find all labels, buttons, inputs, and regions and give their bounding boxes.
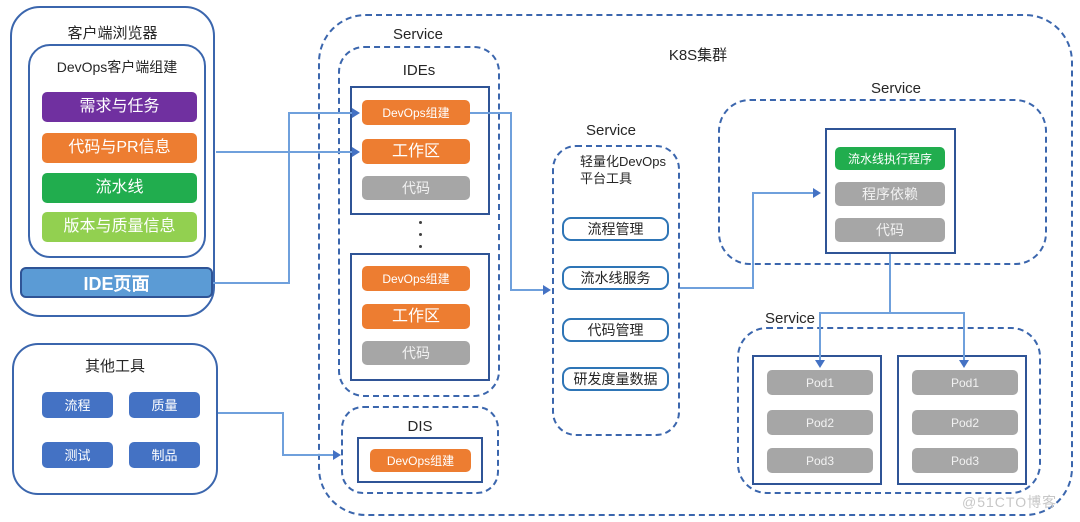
platform-title-line2: 平台工具	[580, 171, 633, 186]
runner-service-container	[718, 99, 1047, 265]
ides-service-container	[338, 46, 500, 397]
node-test-tool: 测试	[42, 442, 113, 468]
node-runner-code: 代码	[835, 218, 945, 242]
other-tools-panel	[12, 343, 218, 495]
dis-container	[341, 406, 499, 494]
node-requirements-tasks: 需求与任务	[42, 92, 197, 122]
node-artifact-tool: 制品	[129, 442, 200, 468]
node-ide-page: IDE页面	[20, 267, 213, 298]
devops-client-component-title: DevOps客户端组建	[56, 59, 178, 75]
pod1-group1: Pod1	[767, 370, 873, 395]
ide1-workspace: 工作区	[362, 139, 470, 164]
node-quality-tool: 质量	[129, 392, 200, 418]
platform-service-container	[552, 145, 680, 436]
platform-service-label: Service	[585, 122, 637, 139]
watermark: @51CTO博客	[962, 494, 1058, 510]
other-tools-title: 其他工具	[84, 358, 145, 375]
platform-title-line1: 轻量化DevOps	[580, 154, 666, 169]
node-process-management: 流程管理	[562, 217, 669, 241]
ide2-workspace: 工作区	[362, 304, 470, 329]
client-browser-title: 客户端浏览器	[67, 25, 158, 42]
node-code-pr-info: 代码与PR信息	[42, 133, 197, 163]
ides-title: IDEs	[402, 62, 436, 79]
pods-service-container	[737, 327, 1041, 494]
pod3-group2: Pod3	[912, 448, 1018, 473]
pods-service-label: Service	[764, 310, 816, 327]
k8s-cluster-title: K8S集群	[668, 47, 728, 64]
ide1-devops-component: DevOps组建	[362, 100, 470, 125]
pod2-group1: Pod2	[767, 410, 873, 435]
node-pipeline-executor: 流水线执行程序	[835, 147, 945, 170]
node-version-quality-info: 版本与质量信息	[42, 212, 197, 242]
node-code-management: 代码管理	[562, 318, 669, 342]
pod1-group2: Pod1	[912, 370, 1018, 395]
pod3-group1: Pod3	[767, 448, 873, 473]
pod2-group2: Pod2	[912, 410, 1018, 435]
ide2-devops-component: DevOps组建	[362, 266, 470, 291]
ide1-code: 代码	[362, 176, 470, 200]
k8s-cluster-container	[318, 14, 1073, 516]
node-program-dependency: 程序依赖	[835, 182, 945, 206]
node-process-tool: 流程	[42, 392, 113, 418]
node-pipeline-service: 流水线服务	[562, 266, 669, 290]
node-pipeline: 流水线	[42, 173, 197, 203]
ide2-code: 代码	[362, 341, 470, 365]
ides-service-label: Service	[392, 26, 444, 43]
dis-title: DIS	[407, 418, 433, 435]
node-rd-metrics-data: 研发度量数据	[562, 367, 669, 391]
runner-service-label: Service	[870, 80, 922, 97]
dis-devops-component: DevOps组建	[370, 449, 471, 472]
